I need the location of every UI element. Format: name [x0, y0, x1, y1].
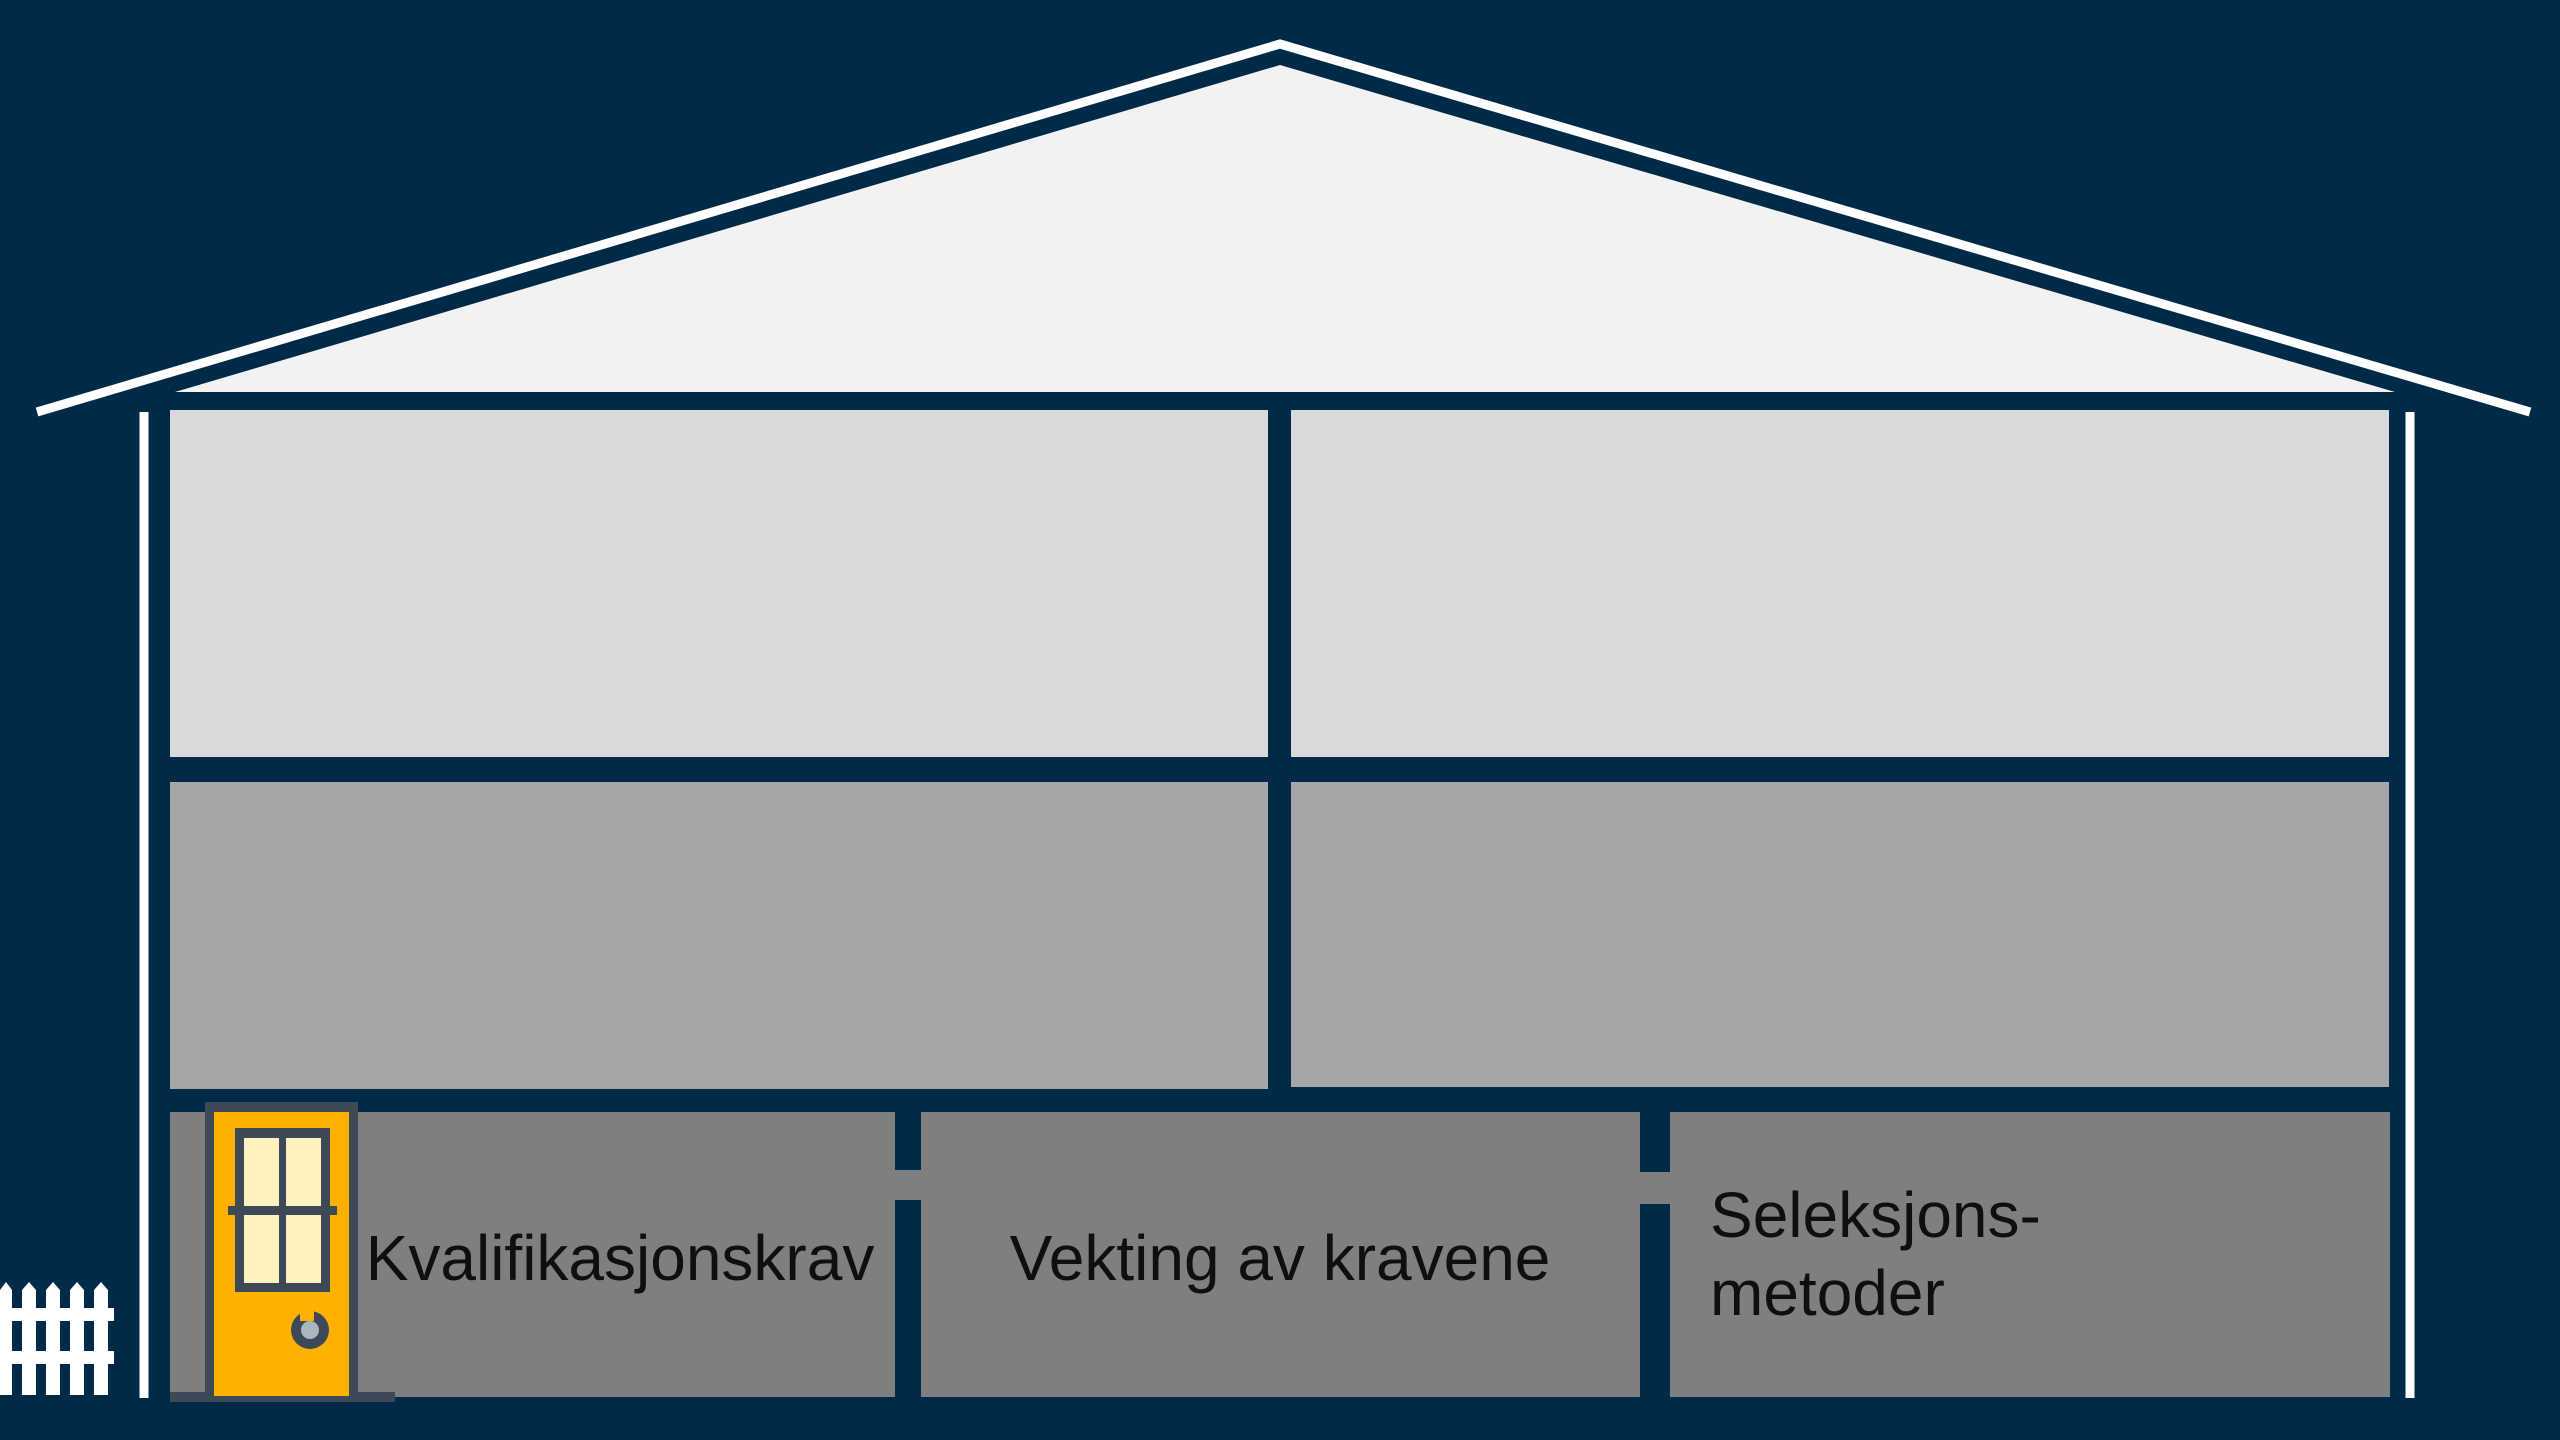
floor-middle	[170, 782, 2389, 1089]
room-middle-left	[170, 782, 1268, 1089]
fence-picket	[46, 1282, 60, 1395]
room-vekting	[921, 1112, 1640, 1397]
door-pane-2	[286, 1138, 321, 1206]
room-top-left	[170, 410, 1268, 757]
roof-outline	[35, 39, 2532, 417]
room-top-right	[1291, 410, 2389, 757]
room-middle-right	[1291, 782, 2389, 1087]
label-seleksjonsmetoder-line1: Seleksjons-	[1710, 1179, 2041, 1251]
room-seleksjonsmetoder	[1670, 1112, 2390, 1397]
roof-fill	[175, 65, 2395, 392]
label-kvalifikasjonskrav: Kvalifikasjonskrav	[366, 1222, 875, 1294]
fence-icon	[0, 1282, 114, 1395]
floor-top	[170, 410, 2389, 757]
door-knob-gap	[300, 1309, 314, 1321]
door-knob-center	[301, 1321, 319, 1339]
fence-picket	[94, 1282, 108, 1395]
roof	[35, 39, 2532, 417]
fence-picket	[22, 1282, 36, 1395]
door-window-crossbar	[228, 1206, 337, 1215]
fence-picket	[70, 1282, 84, 1395]
door-icon	[170, 1102, 395, 1402]
floor-bottom: Kvalifikasjonskrav Vekting av kravene Se…	[170, 1112, 2390, 1397]
connector-1	[894, 1170, 922, 1200]
connector-2	[1639, 1172, 1671, 1204]
fence-picket	[0, 1282, 12, 1395]
door-pane-4	[286, 1215, 321, 1283]
door-pane-3	[244, 1215, 279, 1283]
door-pane-1	[244, 1138, 279, 1206]
label-vekting: Vekting av kravene	[1010, 1222, 1551, 1294]
label-seleksjonsmetoder-line2: metoder	[1710, 1257, 1945, 1329]
